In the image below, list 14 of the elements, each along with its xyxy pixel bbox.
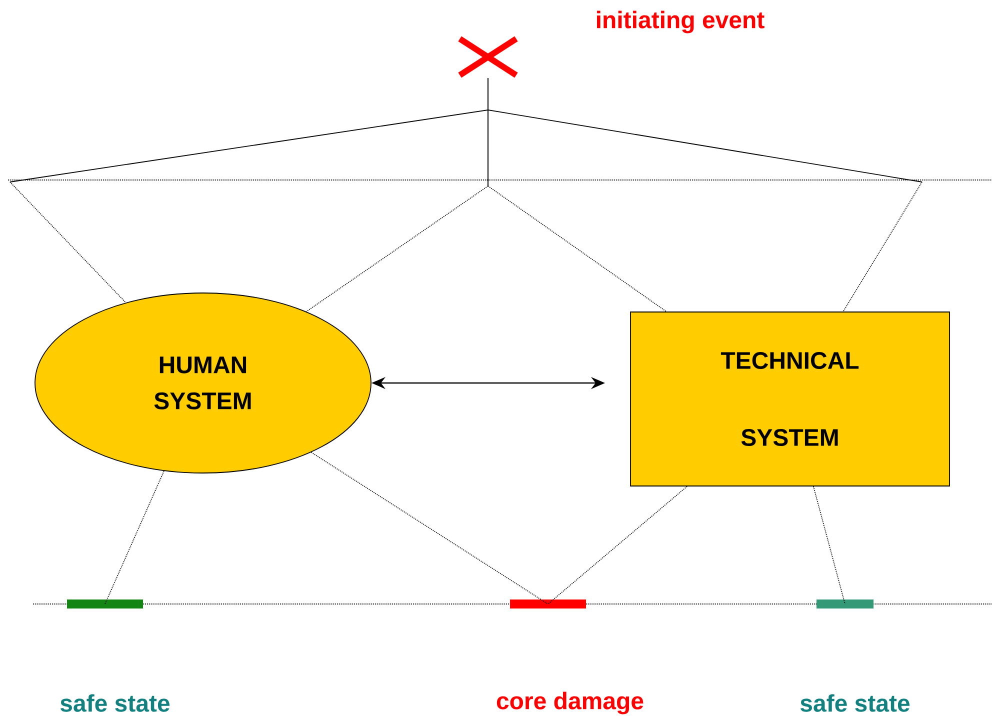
state-label: safe state bbox=[800, 694, 910, 712]
tree-line bbox=[488, 78, 922, 312]
dotted-line bbox=[104, 470, 164, 604]
state-label: core damage bbox=[496, 692, 644, 714]
cross-mark bbox=[456, 36, 520, 78]
technical-system-box: TECHNICAL SYSTEM bbox=[630, 312, 950, 486]
dotted-line bbox=[812, 486, 846, 604]
state-bar bbox=[816, 600, 874, 608]
state-label: initiating event bbox=[597, 10, 764, 34]
dotted-line bbox=[310, 452, 548, 604]
dotted-line bbox=[548, 486, 688, 604]
state-bar bbox=[67, 600, 143, 608]
state-label: safe state bbox=[60, 694, 170, 712]
state-bar bbox=[510, 600, 586, 608]
